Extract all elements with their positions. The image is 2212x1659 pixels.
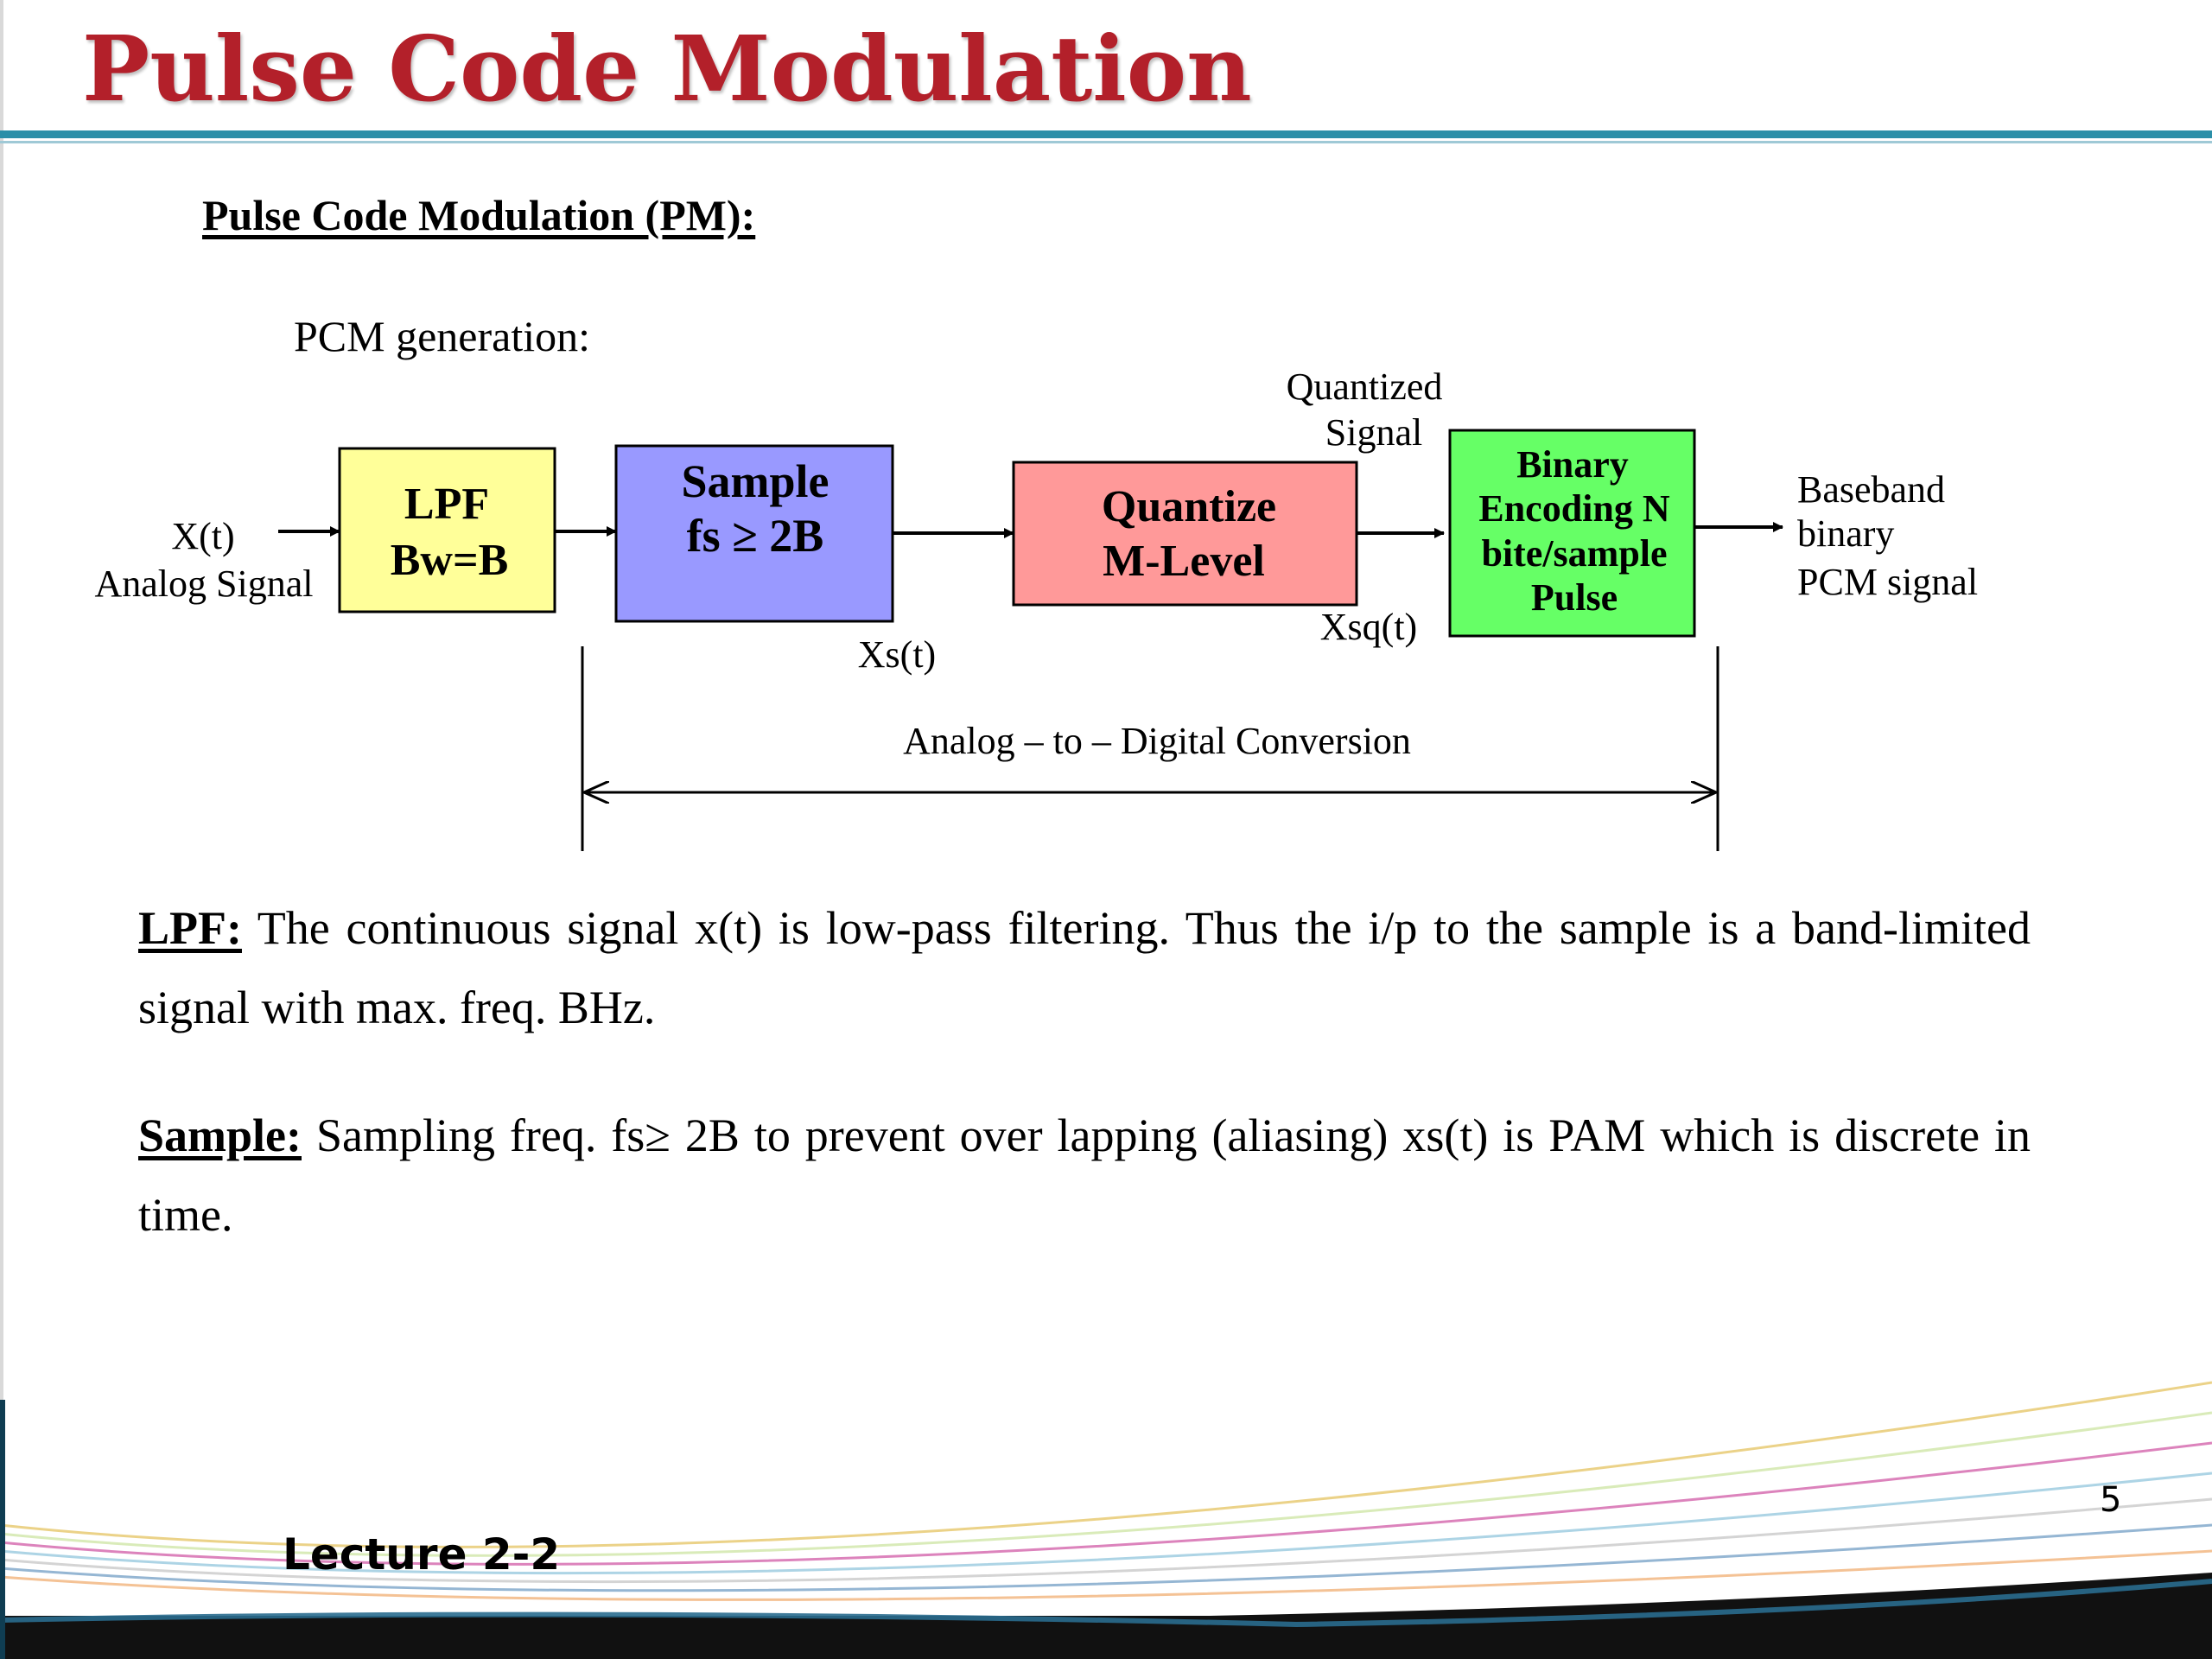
sample-block: Sample fs ≥ 2B: [614, 444, 894, 623]
sample-term: Sample:: [138, 1109, 302, 1161]
lpf-block: LPF Bw=B: [338, 447, 556, 613]
footer-swoosh-decoration: [0, 1381, 2212, 1659]
title-divider-shadow: [0, 141, 2212, 143]
encoder-block-line-4: Pulse: [1531, 576, 1618, 619]
sample-description: Sampling freq. fs≥ 2B to prevent over la…: [138, 1109, 2031, 1241]
encoder-block-line-2: Encoding N: [1478, 487, 1670, 530]
quantized-signal-label-1: Quantized: [1287, 365, 1443, 408]
pcm-block-diagram: X(t) Analog Signal LPF Bw=B Sample fs ≥ …: [95, 365, 1978, 851]
input-signal-type: Analog Signal: [95, 563, 314, 605]
binary-encoding-block: Binary Encoding N bite/sample Pulse: [1448, 429, 1696, 638]
quantize-block-title: Quantize: [1102, 482, 1276, 531]
page-number: 5: [2100, 1480, 2122, 1520]
slide-title: Pulse Code Modulation: [82, 16, 1252, 122]
footer-lecture-label: Lecture 2-2: [283, 1529, 561, 1580]
output-label-1: Baseband: [1797, 468, 1945, 511]
lpf-paragraph: LPF: The continuous signal x(t) is low-p…: [138, 888, 2031, 1047]
encoder-block-line-1: Binary: [1516, 443, 1629, 486]
lpf-term: LPF:: [138, 902, 242, 954]
lpf-description: The continuous signal x(t) is low-pass f…: [138, 902, 2031, 1033]
quantized-sample-label: Xsq(t): [1320, 606, 1417, 648]
quantize-block: Quantize M-Level: [1012, 461, 1358, 607]
diagram-caption: PCM generation:: [294, 312, 591, 360]
output-label-2: binary: [1797, 512, 1894, 555]
sample-paragraph: Sample: Sampling freq. fs≥ 2B to prevent…: [138, 1096, 2031, 1255]
lpf-block-bandwidth: Bw=B: [391, 536, 509, 585]
sampled-signal-label: Xs(t): [858, 633, 936, 676]
section-heading: Pulse Code Modulation (PM):: [202, 191, 756, 239]
title-divider: [0, 130, 2212, 138]
sample-block-rate: fs ≥ 2B: [687, 510, 824, 562]
quantized-signal-label-2: Signal: [1325, 411, 1422, 454]
input-signal-label: X(t): [171, 515, 234, 557]
adc-span-label: Analog – to – Digital Conversion: [903, 720, 1411, 762]
lpf-block-title: LPF: [404, 480, 489, 529]
sample-block-title: Sample: [681, 455, 829, 507]
slide-left-edge: [0, 0, 3, 1659]
quantize-block-levels: M-Level: [1103, 537, 1265, 586]
encoder-block-line-3: bite/sample: [1481, 532, 1667, 575]
output-label-3: PCM signal: [1797, 561, 1978, 603]
